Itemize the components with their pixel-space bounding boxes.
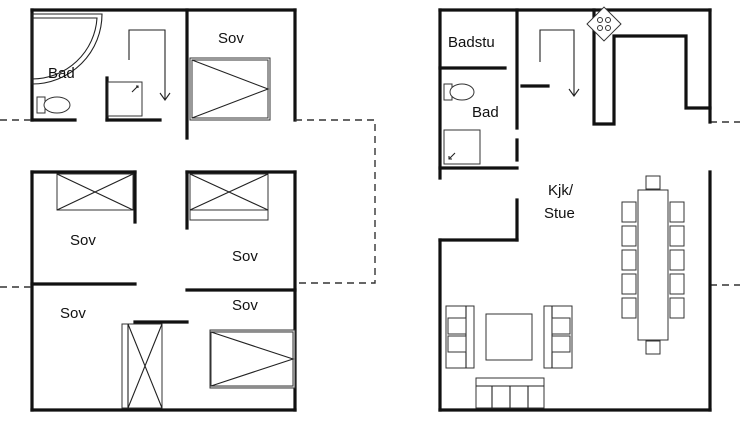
entry-path-line	[128, 29, 166, 100]
room-label-bath-right: Bad	[472, 104, 499, 121]
entry-path-line-right	[539, 29, 575, 96]
room-label-bath-left: Bad	[48, 65, 75, 82]
shower-inner-line	[31, 17, 98, 80]
room-label-bedroom-mid-right: Sov	[232, 248, 258, 265]
room-label-bedroom-top: Sov	[218, 30, 244, 47]
room-label-bedroom-mid-left: Sov	[70, 232, 96, 249]
bed-top-right	[189, 57, 271, 121]
living-area-furniture	[445, 305, 573, 409]
dining-table	[621, 175, 685, 355]
bed-bottom-right	[209, 329, 296, 389]
hatch-arrow-icon	[131, 85, 139, 93]
coffee-table	[485, 313, 533, 361]
entry-arrow-icon	[159, 92, 171, 101]
kitchen-counter	[592, 8, 712, 126]
room-label-kitchen-line1: Kjk/	[548, 182, 574, 199]
shower-icon	[31, 13, 103, 85]
shower-arrow-icon	[448, 152, 456, 160]
toilet-icon-right	[443, 83, 475, 101]
right-unit: Badstu Bad Kjk/ Stue	[438, 6, 712, 412]
room-label-kitchen-line2: Stue	[544, 205, 575, 222]
closet-box	[121, 323, 163, 409]
dashed-outline	[0, 119, 740, 288]
room-label-bedroom-bottom-right: Sov	[232, 297, 258, 314]
entry-arrow-icon-right	[568, 88, 580, 97]
toilet-icon	[36, 96, 71, 114]
room-label-sauna: Badstu	[448, 34, 495, 51]
room-label-bedroom-bottom-left: Sov	[60, 305, 86, 322]
stove-icon	[586, 6, 622, 42]
left-unit: Bad Sov Sov Sov Sov Sov	[30, 8, 297, 412]
bed-mid-right	[189, 173, 269, 221]
bed-mid-left	[56, 173, 134, 211]
